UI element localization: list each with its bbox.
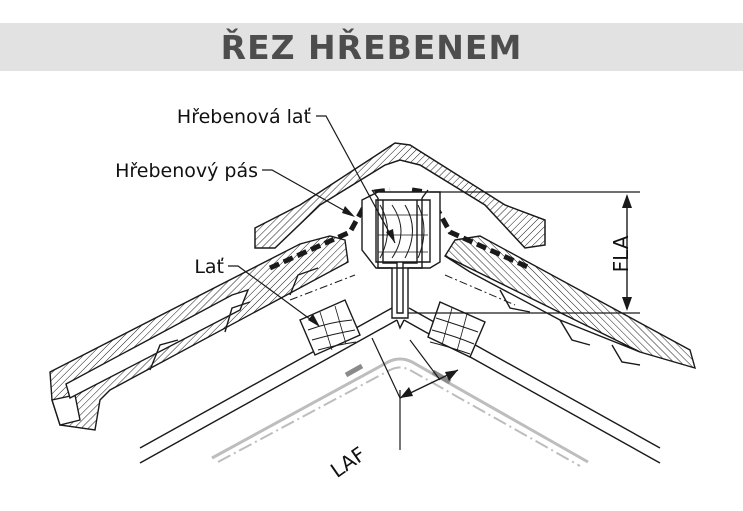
fla-label: FLA: [609, 235, 633, 272]
ridge-holder-bracket: [371, 189, 429, 319]
hidden-lines: [289, 274, 516, 306]
left-roof-tiles: [49, 235, 349, 431]
right-roof-tiles: [443, 235, 697, 370]
label-ridge-strip: Hřebenový pás: [115, 160, 258, 182]
left-batten: [299, 299, 361, 356]
laf-dimension: [371, 337, 459, 450]
leader-lines: [228, 115, 396, 326]
page-title: ŘEZ HŘEBENEM: [220, 27, 523, 67]
ridge-tile: [254, 142, 546, 249]
title-band: ŘEZ HŘEBENEM: [0, 23, 743, 71]
leader-arrowheads: [308, 206, 395, 327]
ridge-batten-block: [361, 191, 441, 269]
label-ridge-batten: Hřebenová lať: [177, 106, 312, 128]
label-batten: Lať: [194, 256, 224, 278]
laf-label: LAF: [326, 442, 370, 483]
right-batten: [427, 301, 486, 358]
fla-dimension: [408, 191, 640, 314]
